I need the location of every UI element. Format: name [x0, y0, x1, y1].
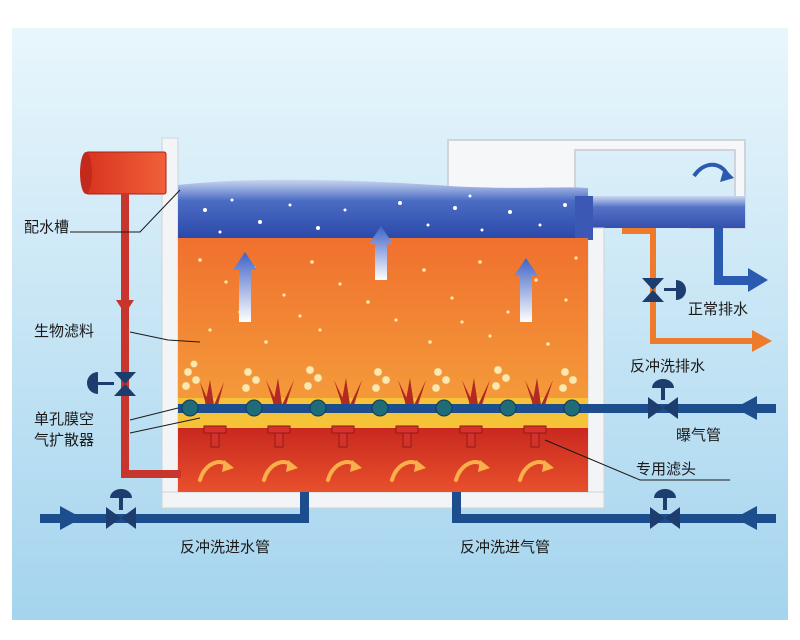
overflow-channel — [447, 139, 746, 229]
valve-icon[interactable] — [642, 278, 686, 302]
media-bead-clusters — [181, 360, 578, 393]
water-distribution-tank — [80, 151, 167, 195]
filter-heads — [203, 425, 547, 448]
label-backwash-drain: 反冲洗排水 — [630, 357, 705, 375]
label-dedicated-filter-head: 专用滤头 — [636, 460, 696, 478]
label-backwash-air-inlet: 反冲洗进气管 — [460, 538, 550, 556]
bottom-water-chamber — [178, 428, 588, 492]
aeration-pipe — [178, 399, 776, 417]
swirl-arrowheads — [222, 460, 554, 472]
label-water-distribution-tank: 配水槽 — [24, 218, 69, 236]
valve-icon[interactable] — [106, 489, 136, 529]
label-diffuser-line2: 气扩散器 — [34, 431, 94, 449]
label-aeration-pipe: 曝气管 — [676, 426, 721, 444]
leader-lines — [70, 189, 730, 481]
label-backwash-water-inlet: 反冲洗进水管 — [180, 538, 270, 556]
backwash-water-inlet-pipe — [40, 492, 309, 530]
label-normal-drain: 正常排水 — [688, 300, 748, 318]
up-arrow-icon — [369, 226, 393, 280]
aeration-pipe-inlet — [604, 396, 776, 420]
label-bio-filter-media: 生物滤料 — [34, 322, 94, 340]
label-diffuser-line1: 单孔膜空 — [34, 410, 94, 428]
feed-water-pipe — [116, 194, 181, 478]
up-arrow-icon — [233, 252, 257, 322]
normal-drain-pipe — [692, 162, 768, 292]
valve-icon[interactable] — [648, 379, 678, 419]
valve-icon[interactable] — [87, 372, 136, 396]
clear-water-layer — [178, 179, 588, 240]
backwash-air-inlet-pipe — [452, 492, 776, 530]
valve-icon[interactable] — [650, 489, 680, 529]
up-arrow-icon — [514, 258, 538, 322]
diffuser-plumes — [200, 378, 553, 405]
water-bubbles — [203, 194, 567, 234]
